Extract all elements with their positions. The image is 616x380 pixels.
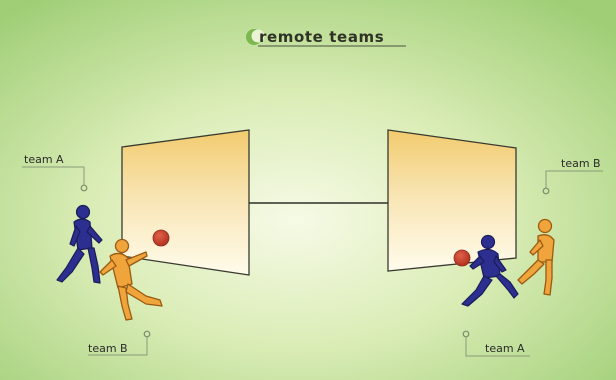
label-marker-icon bbox=[542, 187, 550, 195]
label-marker-icon bbox=[462, 330, 470, 338]
label-left-team-a-text: team A bbox=[24, 153, 64, 166]
label-right-team-a: team A bbox=[462, 330, 530, 357]
right-ball bbox=[453, 249, 471, 267]
right-team-a-figure bbox=[461, 234, 519, 307]
left-ball bbox=[152, 229, 170, 247]
label-right-team-b: team B bbox=[542, 157, 603, 195]
label-left-team-b: team B bbox=[88, 330, 151, 356]
label-right-team-a-text: team A bbox=[485, 342, 525, 355]
label-left-team-b-text: team B bbox=[88, 342, 128, 355]
left-team-b-figure bbox=[99, 238, 163, 321]
label-marker-icon bbox=[80, 184, 88, 192]
title: remote teams bbox=[259, 28, 384, 46]
right-team-b-figure bbox=[517, 218, 555, 296]
label-marker-icon bbox=[143, 330, 151, 338]
label-right-team-b-text: team B bbox=[561, 157, 601, 170]
right-wall bbox=[387, 129, 517, 272]
label-left-team-a: team A bbox=[22, 153, 88, 192]
title-group: remote teams bbox=[246, 28, 406, 47]
left-wall bbox=[121, 129, 250, 276]
left-team-a-figure bbox=[56, 204, 103, 284]
